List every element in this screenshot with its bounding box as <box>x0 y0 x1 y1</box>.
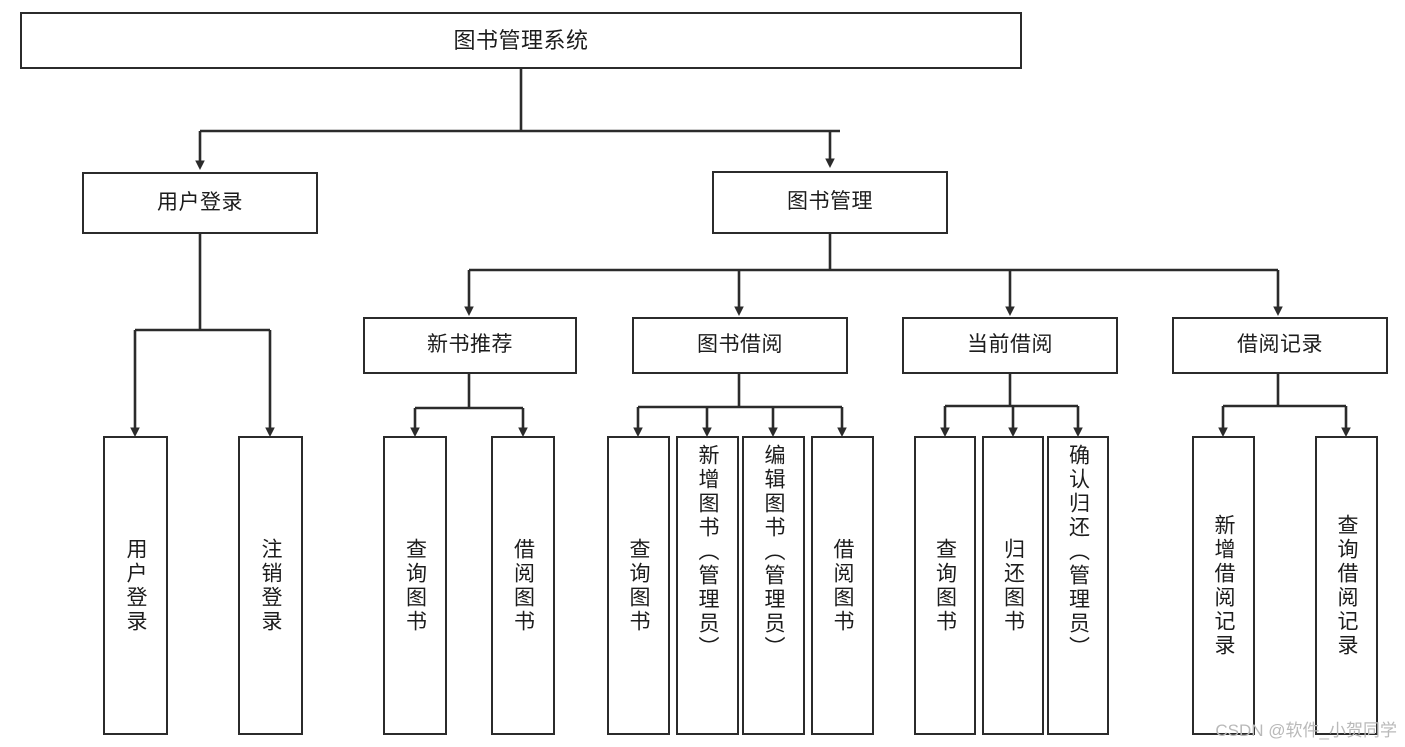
node-book-manage-label: 图书管理 <box>787 190 873 214</box>
node-leaf-return-book-label: 归还图书 <box>1001 537 1025 634</box>
node-leaf-user-login[interactable]: 用户登录 <box>103 436 168 735</box>
node-leaf-query-record[interactable]: 查询借阅记录 <box>1315 436 1378 735</box>
node-leaf-return-book[interactable]: 归还图书 <box>982 436 1044 735</box>
node-leaf-query-book-2-label: 查询图书 <box>627 537 650 634</box>
node-leaf-borrow-book-2[interactable]: 借阅图书 <box>811 436 874 735</box>
node-current-borrow[interactable]: 当前借阅 <box>902 317 1118 374</box>
node-leaf-edit-book[interactable]: 编辑图书（管理员） <box>742 436 805 735</box>
node-user-login[interactable]: 用户登录 <box>82 172 318 234</box>
node-leaf-add-record-label: 新增借阅记录 <box>1212 513 1235 658</box>
node-leaf-edit-book-label: 编辑图书（管理员） <box>762 444 785 660</box>
node-leaf-query-book-3[interactable]: 查询图书 <box>914 436 976 735</box>
node-book-borrow-label: 图书借阅 <box>697 333 783 357</box>
node-leaf-query-record-label: 查询借阅记录 <box>1335 513 1358 658</box>
node-leaf-borrow-book-1[interactable]: 借阅图书 <box>491 436 555 735</box>
node-leaf-add-book-label: 新增图书（管理员） <box>696 444 719 660</box>
watermark-text: CSDN @软件_小贺同学 <box>1215 721 1397 740</box>
node-borrow-record-label: 借阅记录 <box>1237 333 1323 357</box>
node-leaf-logout[interactable]: 注销登录 <box>238 436 303 735</box>
node-new-book-rec[interactable]: 新书推荐 <box>363 317 577 374</box>
node-current-borrow-label: 当前借阅 <box>967 333 1053 357</box>
node-leaf-query-book-1-label: 查询图书 <box>403 537 427 634</box>
node-root-label: 图书管理系统 <box>453 27 589 53</box>
node-leaf-borrow-book-2-label: 借阅图书 <box>831 537 854 634</box>
node-leaf-confirm-return-label: 确认归还（管理员） <box>1066 444 1090 660</box>
node-leaf-query-book-1[interactable]: 查询图书 <box>383 436 447 735</box>
node-root[interactable]: 图书管理系统 <box>20 12 1022 69</box>
node-leaf-add-record[interactable]: 新增借阅记录 <box>1192 436 1255 735</box>
node-borrow-record[interactable]: 借阅记录 <box>1172 317 1388 374</box>
node-leaf-query-book-2[interactable]: 查询图书 <box>607 436 670 735</box>
node-leaf-logout-label: 注销登录 <box>259 537 282 634</box>
node-leaf-user-login-label: 用户登录 <box>124 537 147 634</box>
node-leaf-add-book[interactable]: 新增图书（管理员） <box>676 436 739 735</box>
node-new-book-rec-label: 新书推荐 <box>427 333 513 357</box>
node-user-login-label: 用户登录 <box>157 190 243 214</box>
node-book-borrow[interactable]: 图书借阅 <box>632 317 848 374</box>
node-leaf-query-book-3-label: 查询图书 <box>933 537 957 634</box>
node-book-manage[interactable]: 图书管理 <box>712 171 948 234</box>
node-leaf-confirm-return[interactable]: 确认归还（管理员） <box>1047 436 1109 735</box>
node-leaf-borrow-book-1-label: 借阅图书 <box>511 537 535 634</box>
